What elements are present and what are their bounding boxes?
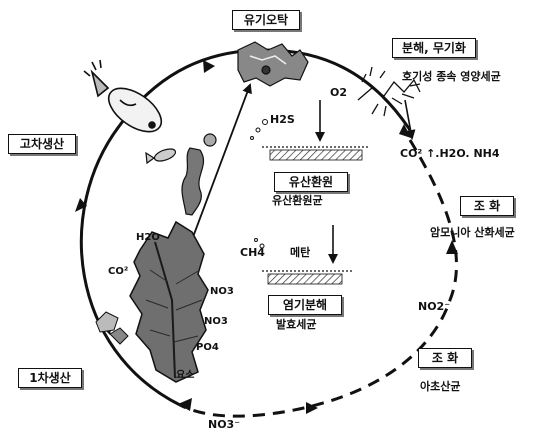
cycle-dashed-arc — [179, 139, 458, 418]
label-nitrite-bacteria: 아초산균 — [420, 380, 461, 393]
label-ferment-bacteria: 발효세균 — [276, 318, 317, 331]
rock-icon — [95, 311, 129, 345]
label-no3-bottom: NO3⁻ — [208, 418, 241, 431]
box-methane-fermentation: 염기분해 — [268, 295, 342, 315]
box-primary-production: 1차생산 — [18, 368, 82, 388]
label-iodine: 요소 — [176, 370, 195, 381]
label-po4: PO4 — [196, 342, 219, 353]
bacteria-icon — [357, 66, 421, 117]
label-co2: CO² — [108, 266, 129, 277]
arrowhead-dashed-bottom — [306, 402, 318, 414]
label-no2: NO2⁻ — [418, 300, 451, 313]
arrowhead-top — [203, 60, 215, 73]
label-products: CO² ↑.H2O. NH4 — [400, 147, 500, 160]
arrow-decomp-to-products — [404, 99, 416, 140]
box-oxidation-1: 조 화 — [460, 196, 514, 216]
bubbles-icon — [250, 119, 268, 249]
fish-icon — [83, 59, 163, 133]
label-ch4: CH4 — [240, 246, 265, 259]
small-fish-icon — [145, 148, 177, 165]
label-no3-a: NO3 — [210, 286, 234, 297]
label-h2o: H2O — [136, 232, 160, 243]
debris-icon — [237, 41, 309, 87]
arrowhead-bottom — [178, 398, 192, 411]
label-no3-b: NO3 — [204, 316, 228, 327]
box-oxidation-2: 조 화 — [418, 348, 472, 368]
label-h2s: H2S — [270, 113, 295, 126]
box-decomposition: 분해, 무기화 — [392, 38, 476, 58]
sediment-icon — [262, 146, 368, 285]
label-ammonia-bacteria: 암모니아 산화세균 — [430, 226, 515, 239]
box-sulfate-reduction: 유산환원 — [274, 172, 348, 192]
arrowhead-dashed-right — [446, 240, 458, 254]
arrowhead-left-upper — [75, 198, 87, 212]
label-methane: 메탄 — [290, 246, 311, 259]
label-sulfate-bacteria: 유산환원균 — [272, 194, 323, 207]
label-aerobic-bacteria: 호기성 종속 영양세균 — [402, 70, 501, 83]
seaweed-icon — [181, 133, 217, 216]
arrow-plant-to-debris — [189, 83, 252, 246]
cycle-solid-arc — [79, 48, 412, 407]
label-o2: O2 — [330, 86, 348, 99]
box-higher-production: 고차생산 — [8, 134, 76, 154]
box-organic-debris: 유기오탁 — [232, 10, 300, 30]
plant-icon — [129, 220, 209, 383]
